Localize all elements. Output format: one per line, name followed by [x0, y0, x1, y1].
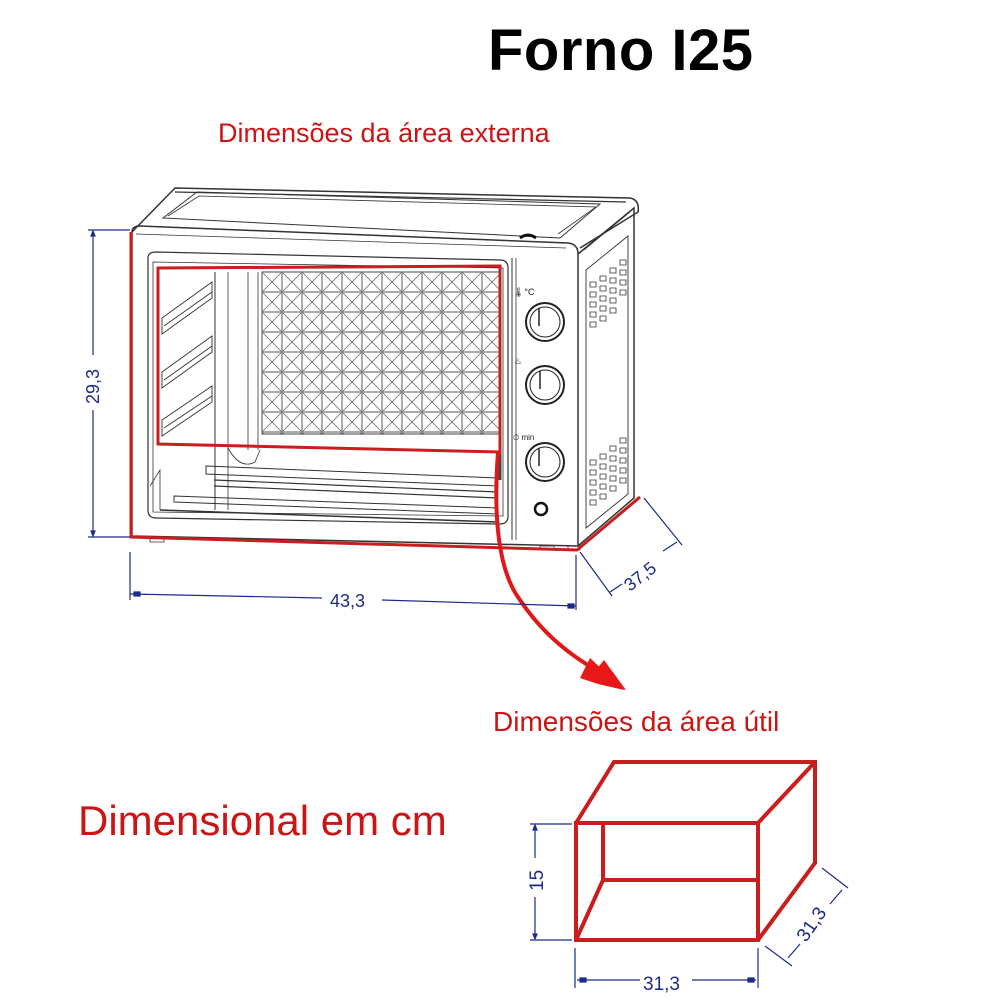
units-note: Dimensional em cm	[78, 797, 447, 844]
height-dimension-usable: 15	[527, 870, 548, 891]
width-dimension-usable: 31,3	[643, 974, 680, 995]
dimension-lines-usable	[530, 823, 849, 988]
curved-arrow	[494, 451, 626, 690]
svg-text:♨: ♨	[514, 356, 522, 366]
power-indicator-light	[533, 501, 549, 517]
svg-text:⏱ min: ⏱ min	[513, 433, 534, 442]
temperature-knob[interactable]: 🌡°C	[513, 287, 565, 342]
timer-knob[interactable]: ⏱ min	[513, 433, 565, 482]
diagram-title: Forno I25	[488, 18, 754, 83]
rack-guides	[161, 281, 213, 437]
external-outline-annotation	[129, 232, 641, 552]
usable-area-box	[574, 760, 817, 942]
height-dimension-external: 29,3	[83, 369, 103, 404]
function-knob[interactable]: ♨	[514, 356, 565, 405]
side-vents-top	[589, 259, 627, 328]
external-area-label: Dimensões da área externa	[218, 118, 550, 148]
depth-dimension-usable: 31,3	[793, 904, 831, 946]
depth-dimension-external: 37,5	[620, 558, 660, 595]
usable-area-label: Dimensões da área útil	[493, 706, 780, 737]
svg-text:🌡°C: 🌡°C	[513, 287, 535, 297]
oven-illustration	[131, 187, 640, 551]
width-dimension-external: 43,3	[330, 591, 365, 611]
dimension-lines-external	[88, 229, 683, 610]
side-vents-bottom	[589, 437, 627, 506]
